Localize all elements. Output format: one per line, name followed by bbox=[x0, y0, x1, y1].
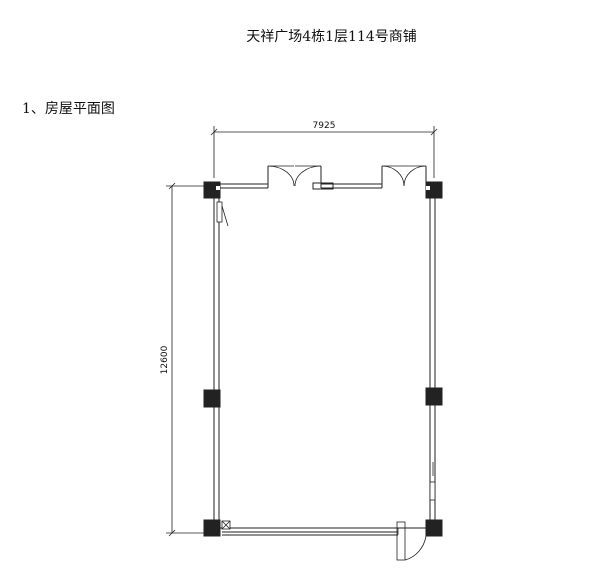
entrance-door-right bbox=[381, 165, 427, 187]
width-dimension bbox=[210, 126, 438, 178]
document-title: 天祥广场4栋1层114号商铺 bbox=[246, 29, 417, 45]
side-door bbox=[396, 521, 427, 561]
entrance-door-left bbox=[267, 165, 322, 187]
section-heading: 1、房屋平面图 bbox=[22, 101, 115, 117]
depth-dimension-label: 12600 bbox=[160, 345, 170, 374]
wall-fixtures bbox=[216, 201, 436, 530]
width-dimension-label: 7925 bbox=[313, 121, 336, 131]
walls bbox=[213, 166, 436, 536]
structural-columns bbox=[203, 181, 443, 537]
depth-dimension bbox=[166, 182, 208, 537]
